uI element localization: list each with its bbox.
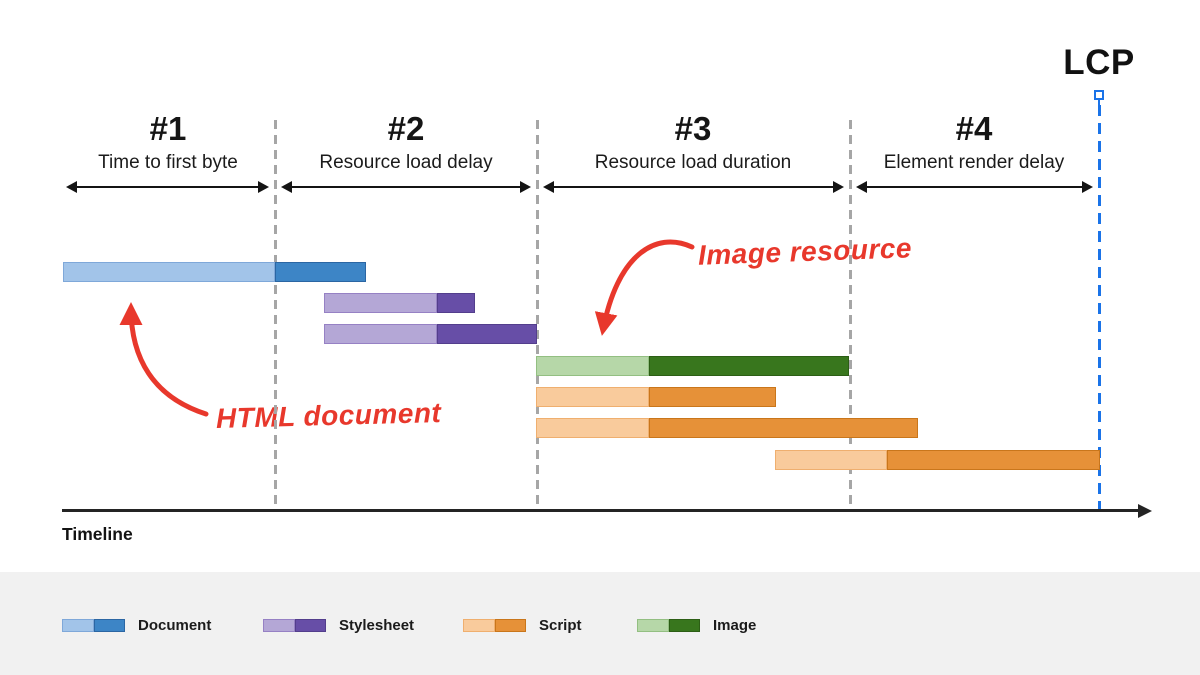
phase-divider	[273, 120, 277, 510]
phase-label: Element render delay	[883, 152, 1065, 173]
phase-label: Resource load duration	[594, 152, 792, 173]
bar-segment-dark	[437, 293, 475, 313]
bar-segment-dark	[649, 387, 776, 407]
legend-item-image: Image	[637, 617, 756, 634]
lcp-dashed-line	[1097, 105, 1101, 510]
legend-swatch-segment-dark	[294, 619, 326, 632]
bar-stylesheet	[324, 324, 537, 344]
bar-stylesheet	[324, 293, 475, 313]
timeline-axis-arrowhead-icon	[1138, 503, 1152, 518]
bar-segment-light	[63, 262, 275, 282]
legend-swatch-stylesheet	[263, 619, 326, 632]
bar-segment-light	[536, 356, 649, 376]
bar-segment-dark	[887, 450, 1100, 470]
legend-swatch-image	[637, 619, 700, 632]
bar-segment-light	[775, 450, 887, 470]
bar-image	[536, 356, 849, 376]
legend-swatch-segment-light	[637, 619, 669, 632]
bar-segment-light	[324, 324, 437, 344]
annotation-image-resource: Image resource	[697, 232, 913, 271]
phase-range-arrow	[281, 181, 531, 193]
phase-range-arrow	[543, 181, 844, 193]
image-resource-arrow	[594, 239, 695, 336]
html-document-arrow	[119, 302, 209, 417]
bar-script	[775, 450, 1100, 470]
legend-label: Image	[713, 617, 757, 634]
legend-item-script: Script	[463, 617, 582, 634]
phase-range-arrow-line	[288, 185, 524, 189]
phase-range-arrow-line	[73, 185, 262, 189]
bar-segment-light	[324, 293, 437, 313]
bar-segment-dark	[649, 356, 849, 376]
lcp-marker-stem	[1098, 100, 1100, 105]
legend-item-document: Document	[62, 617, 211, 634]
lcp-marker-icon	[1094, 90, 1104, 100]
legend-swatch-segment-dark	[494, 619, 526, 632]
lcp-title: LCP	[1063, 43, 1135, 82]
legend-label: Document	[138, 617, 212, 634]
legend-label: Script	[539, 617, 582, 634]
legend-swatch-segment-light	[62, 619, 94, 632]
legend-band	[0, 572, 1200, 675]
annotation-html-document: HTML document	[215, 397, 442, 434]
bar-segment-dark	[649, 418, 918, 438]
legend-swatch-segment-light	[263, 619, 295, 632]
bar-segment-dark	[275, 262, 366, 282]
legend-item-stylesheet: Stylesheet	[263, 617, 414, 634]
timeline-axis-label: Timeline	[62, 524, 133, 544]
legend-swatch-segment-light	[463, 619, 495, 632]
phase-range-arrow-line	[863, 185, 1086, 189]
timeline-axis	[62, 509, 1140, 512]
legend-swatch-script	[463, 619, 526, 632]
phase-range-arrow-line	[550, 185, 837, 189]
bar-script	[536, 387, 776, 407]
legend-label: Stylesheet	[339, 617, 415, 634]
legend-swatch-segment-dark	[668, 619, 700, 632]
phase-divider	[848, 120, 852, 510]
phase-range-arrow	[856, 181, 1093, 193]
bar-script	[536, 418, 918, 438]
legend-swatch-document	[62, 619, 125, 632]
phase-number: #2	[387, 110, 425, 147]
phase-number: #4	[955, 110, 993, 147]
phase-number: #3	[674, 110, 712, 147]
phase-range-arrow	[66, 181, 269, 193]
bar-segment-dark	[437, 324, 537, 344]
phase-number: #1	[149, 110, 187, 147]
bar-segment-light	[536, 418, 649, 438]
phase-divider	[535, 120, 539, 510]
legend-swatch-segment-dark	[93, 619, 125, 632]
phase-label: Time to first byte	[98, 152, 238, 173]
bar-document	[63, 262, 366, 282]
phase-label: Resource load delay	[319, 152, 493, 173]
bar-segment-light	[536, 387, 649, 407]
